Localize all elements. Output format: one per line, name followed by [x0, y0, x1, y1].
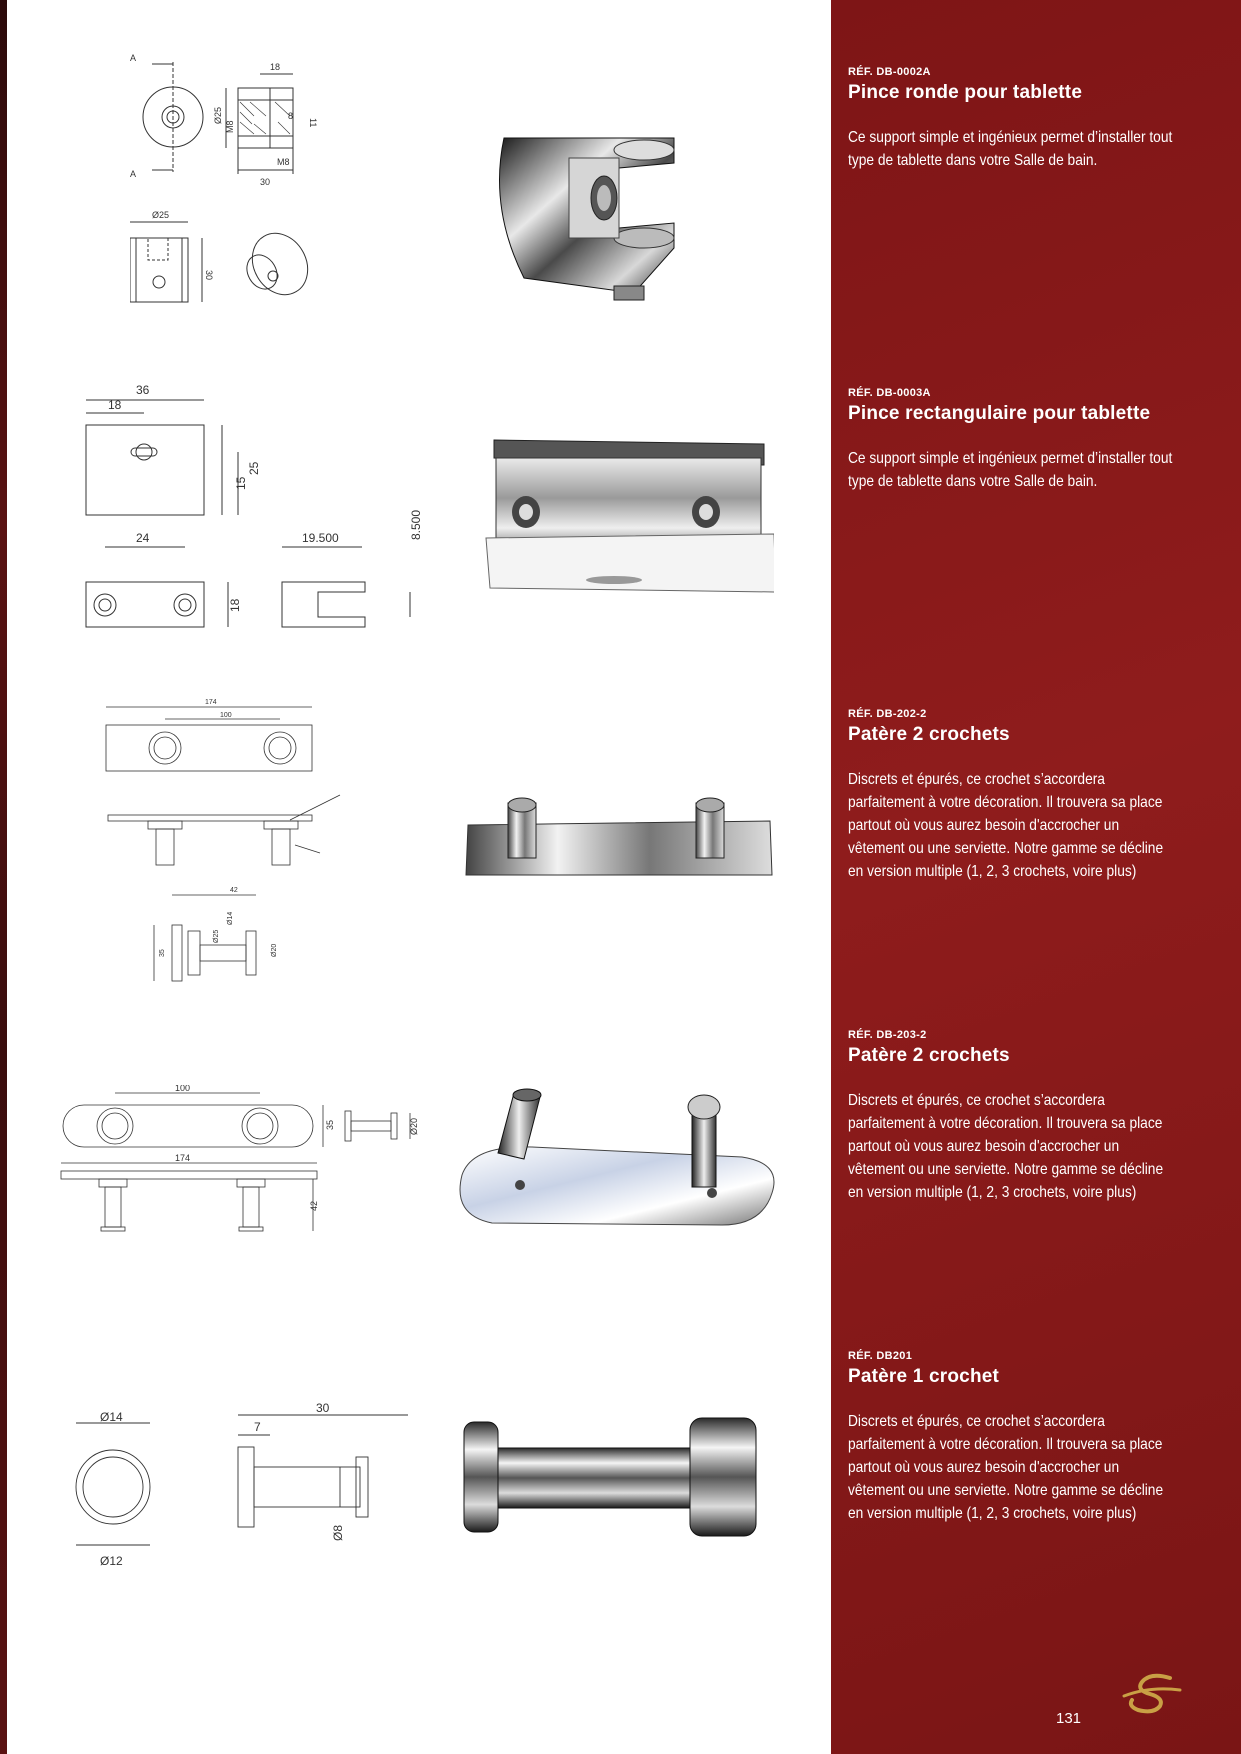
svg-text:24: 24	[136, 531, 150, 545]
svg-text:M8: M8	[277, 157, 290, 167]
svg-text:18: 18	[108, 398, 122, 412]
product-description: Ce support simple et ingénieux permet d’…	[848, 450, 1173, 490]
svg-text:30: 30	[204, 270, 214, 280]
svg-text:Ø25: Ø25	[152, 210, 169, 220]
product-title: Patère 2 crochets	[848, 724, 1010, 745]
svg-text:25: 25	[247, 461, 261, 475]
product-photo-pince-ronde	[499, 137, 675, 301]
svg-text:174: 174	[205, 699, 217, 706]
product-block-db-202-2: RÉF. DB-202-2 Patère 2 crochets Discrets…	[848, 708, 1178, 883]
svg-text:18: 18	[228, 598, 242, 612]
product-description: Discrets et épurés, ce crochet s’accorde…	[848, 1413, 1164, 1522]
svg-text:Ø25: Ø25	[213, 930, 220, 943]
svg-text:7: 7	[254, 1420, 261, 1434]
svg-text:35: 35	[325, 1120, 335, 1130]
page-number: 131	[1056, 1710, 1082, 1727]
svg-text:M8: M8	[225, 120, 235, 133]
product-photo-pince-rectangulaire	[485, 439, 774, 593]
svg-text:A: A	[130, 169, 136, 179]
svg-text:Ø20: Ø20	[271, 944, 278, 957]
svg-text:19.500: 19.500	[302, 531, 339, 545]
svg-text:100: 100	[220, 712, 232, 719]
svg-text:174: 174	[175, 1153, 190, 1163]
product-photo-patere-2-crochets-db-203-2	[459, 1088, 775, 1226]
product-ref: RÉF. DB-0003A	[848, 387, 931, 399]
svg-text:42: 42	[230, 887, 238, 894]
product-block-db-0002a: RÉF. DB-0002A Pince ronde pour tablette …	[848, 66, 1178, 172]
svg-text:Ø14: Ø14	[227, 912, 234, 925]
product-block-db-203-2: RÉF. DB-203-2 Patère 2 crochets Discrets…	[848, 1029, 1178, 1204]
product-description: Ce support simple et ingénieux permet d’…	[848, 129, 1173, 169]
product-title: Patère 1 crochet	[848, 1366, 1000, 1387]
svg-text:30: 30	[316, 1401, 330, 1415]
sidebar-panel	[831, 0, 1241, 1754]
brand-logo-icon	[1122, 1673, 1182, 1714]
product-ref: RÉF. DB-0002A	[848, 66, 931, 78]
svg-text:Ø20: Ø20	[409, 1118, 419, 1135]
product-block-db201: RÉF. DB201 Patère 1 crochet Discrets et …	[848, 1350, 1178, 1525]
product-photo-patere-1-crochet	[463, 1417, 757, 1537]
svg-text:11: 11	[308, 118, 318, 127]
svg-text:35: 35	[159, 949, 166, 957]
svg-text:36: 36	[136, 383, 150, 397]
product-ref: RÉF. DB-203-2	[848, 1029, 927, 1041]
svg-text:A: A	[130, 53, 136, 63]
product-ref: RÉF. DB-202-2	[848, 708, 927, 720]
product-photo-patere-2-crochets-db-202-2	[465, 797, 773, 876]
product-title: Pince ronde pour tablette	[848, 82, 1083, 103]
page-edge-strip	[0, 0, 7, 1754]
svg-text:18: 18	[270, 62, 280, 72]
technical-drawing-db-0003a: 36 18 25 15 24 18 19.500 8.500	[85, 383, 420, 628]
svg-text:Ø12: Ø12	[100, 1554, 123, 1568]
svg-text:42: 42	[309, 1201, 319, 1211]
product-title: Patère 2 crochets	[848, 1045, 1010, 1066]
svg-text:Ø14: Ø14	[100, 1410, 123, 1424]
product-ref: RÉF. DB201	[848, 1350, 913, 1362]
svg-text:100: 100	[175, 1085, 190, 1093]
product-title: Pince rectangulaire pour tablette	[848, 403, 1151, 424]
svg-text:15: 15	[234, 476, 248, 490]
product-block-db-0003a: RÉF. DB-0003A Pince rectangulaire pour t…	[848, 387, 1178, 493]
svg-text:Ø25: Ø25	[213, 107, 223, 124]
product-description: Discrets et épurés, ce crochet s’accorde…	[848, 1092, 1164, 1201]
svg-text:8.500: 8.500	[409, 510, 420, 540]
product-description: Discrets et épurés, ce crochet s’accorde…	[848, 771, 1164, 880]
svg-text:8: 8	[288, 111, 293, 121]
technical-drawing-db-203-2: 100 35 Ø20 174 42	[60, 1085, 419, 1232]
svg-text:30: 30	[260, 177, 270, 187]
svg-text:Ø8: Ø8	[331, 1525, 345, 1541]
